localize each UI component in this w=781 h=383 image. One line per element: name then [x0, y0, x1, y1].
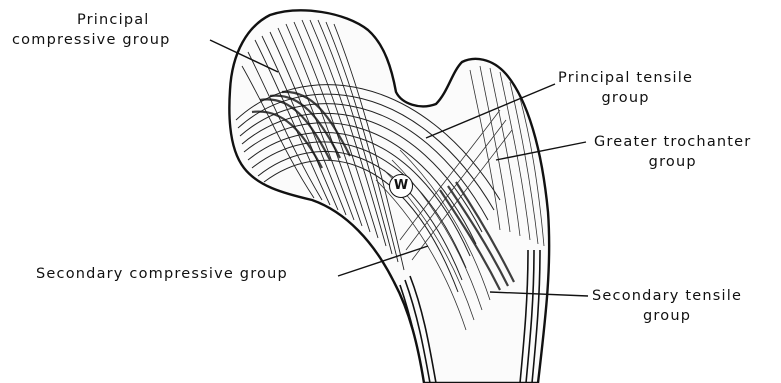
- label-line: group: [592, 306, 742, 326]
- label-line: group: [594, 152, 751, 172]
- label-line: Secondary compressive group: [36, 264, 288, 284]
- label-principal-tensile-group: Principal tensile group: [558, 68, 693, 108]
- femur-outline: [229, 10, 549, 383]
- label-line: group: [558, 88, 693, 108]
- label-line: compressive group: [12, 30, 171, 50]
- label-greater-trochanter-group: Greater trochanter group: [594, 132, 751, 172]
- label-secondary-compressive-group: Secondary compressive group: [36, 264, 288, 284]
- center-mark-w: W: [389, 174, 413, 198]
- label-secondary-tensile-group: Secondary tensile group: [592, 286, 742, 326]
- label-line: Greater trochanter: [594, 132, 751, 152]
- label-principal-compressive-group: Principal compressive group: [56, 10, 171, 50]
- label-line: Secondary tensile: [592, 286, 742, 306]
- label-line: Principal tensile: [558, 68, 693, 88]
- label-line: Principal: [56, 10, 171, 30]
